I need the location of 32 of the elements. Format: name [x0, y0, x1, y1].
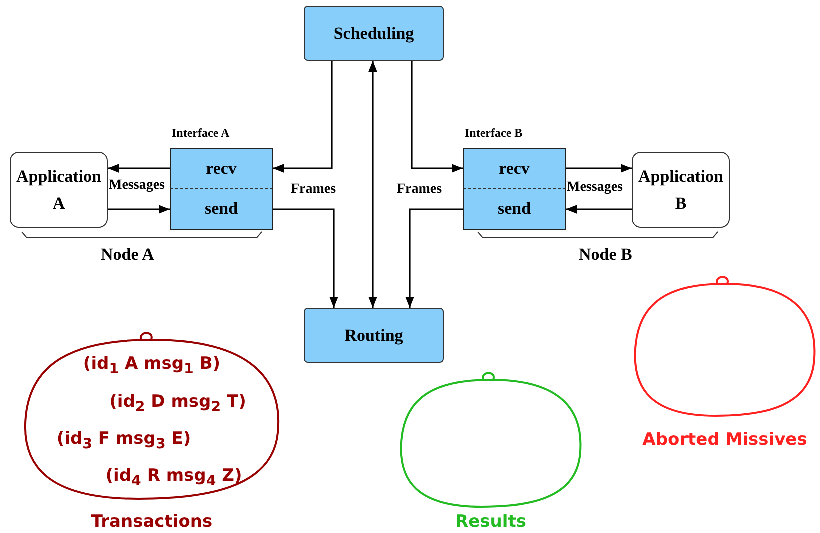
arrow	[411, 61, 463, 173]
node-label: recv	[499, 158, 530, 178]
arrow	[566, 164, 632, 173]
tuple-text: (id$_{2}$ D msg$_{2}$ T)	[110, 390, 246, 417]
node-label: send	[204, 199, 238, 219]
blob-caption: Transactions	[90, 512, 214, 532]
node-label: Scheduling	[334, 24, 414, 44]
edge-label: Messages	[108, 178, 166, 194]
arrow	[108, 205, 170, 214]
node-label: Application B	[637, 166, 725, 215]
process-box	[304, 308, 444, 363]
node-label: recv	[206, 158, 237, 178]
node-label: Application A	[15, 166, 103, 215]
process-box	[304, 6, 444, 61]
arrow	[406, 208, 463, 308]
arrow	[108, 164, 170, 173]
node-label: send	[498, 199, 532, 219]
application-box	[632, 152, 730, 228]
application-box	[10, 152, 108, 228]
arrow	[368, 61, 378, 308]
interface-title: Interface A	[172, 126, 230, 141]
arrow	[273, 61, 333, 173]
arrow	[566, 205, 632, 214]
interface-title: Interface B	[465, 126, 523, 141]
edge-label: Messages	[566, 180, 624, 196]
tuple-text: (id$_{3}$ F msg$_{3}$ E)	[56, 428, 192, 454]
tuple-text: (id$_{1}$ A msg$_{1}$ B)	[83, 353, 221, 380]
arrow	[273, 208, 338, 308]
blob-caption: Aborted Missives	[642, 430, 808, 450]
node-label: Routing	[344, 326, 404, 346]
blob-caption: Results	[454, 512, 528, 532]
tuple-text: (id$_{4}$ R msg$_{4}$ Z)	[106, 465, 242, 492]
